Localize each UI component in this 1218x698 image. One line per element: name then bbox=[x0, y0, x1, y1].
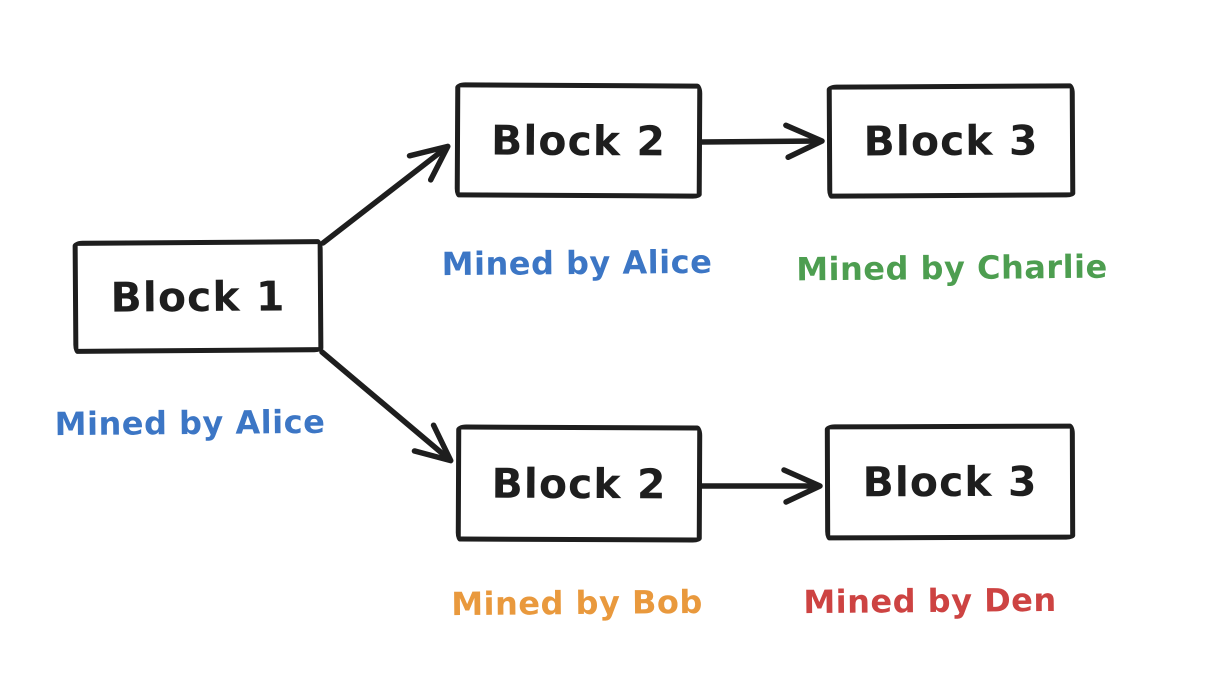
edge-block1-to-block2-bottom bbox=[319, 349, 454, 464]
node-block-2-bottom-label: Block 2 bbox=[491, 459, 667, 508]
edge-block2-top-to-block3-top bbox=[698, 122, 825, 161]
node-block-3-top: Block 3 bbox=[826, 83, 1076, 199]
annotation-block2-top-miner: Mined by Alice bbox=[441, 242, 713, 284]
node-block-2-bottom: Block 2 bbox=[455, 424, 703, 543]
node-block-2-top: Block 2 bbox=[454, 82, 703, 199]
annotation-block3-top-miner: Mined by Charlie bbox=[796, 247, 1108, 289]
node-block-3-top-label: Block 3 bbox=[863, 116, 1039, 166]
node-block-2-top-label: Block 2 bbox=[490, 116, 667, 165]
node-block-1-label: Block 1 bbox=[110, 271, 286, 322]
annotation-block1-miner: Mined by Alice bbox=[54, 402, 326, 444]
annotation-block2-bottom-miner: Mined by Bob bbox=[451, 582, 703, 624]
edge-block1-to-block2-top bbox=[320, 143, 451, 246]
node-block-1: Block 1 bbox=[72, 239, 324, 354]
node-block-3-bottom: Block 3 bbox=[824, 423, 1076, 541]
annotation-block3-bottom-miner: Mined by Den bbox=[803, 580, 1057, 622]
node-block-3-bottom-label: Block 3 bbox=[862, 457, 1038, 507]
